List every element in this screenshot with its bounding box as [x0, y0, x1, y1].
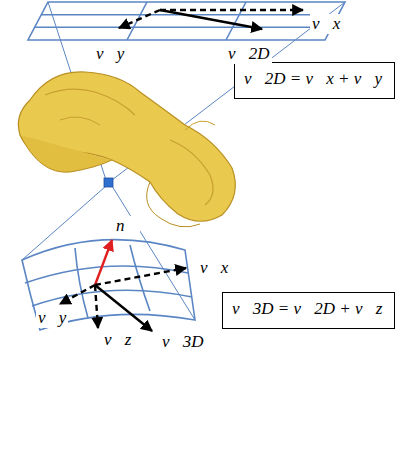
equation-box: v⃗2D = v⃗x + v⃗y [234, 62, 395, 99]
vector-label: v⃗x [310, 14, 342, 34]
vectors-2d [119, 10, 303, 29]
vector-label: v⃗y [94, 44, 126, 64]
vector-label: v⃗z [102, 330, 133, 350]
surface-grid [22, 240, 195, 330]
vectors-3d [60, 240, 186, 331]
vector-label: v⃗3D [160, 332, 206, 352]
vector-label: v⃗x [198, 258, 230, 278]
vector-label: v⃗y [36, 308, 68, 328]
image-grid [28, 2, 345, 40]
equation-text: v⃗2D = v⃗x + v⃗y [244, 69, 385, 89]
equation-text: v⃗3D = v⃗2D + v⃗z [232, 299, 385, 319]
vector-label: v⃗2D [226, 44, 272, 64]
equation-box: v⃗3D = v⃗2D + v⃗z [222, 292, 395, 329]
vector-label: n⃗ [114, 216, 140, 236]
bone-model [18, 72, 235, 227]
